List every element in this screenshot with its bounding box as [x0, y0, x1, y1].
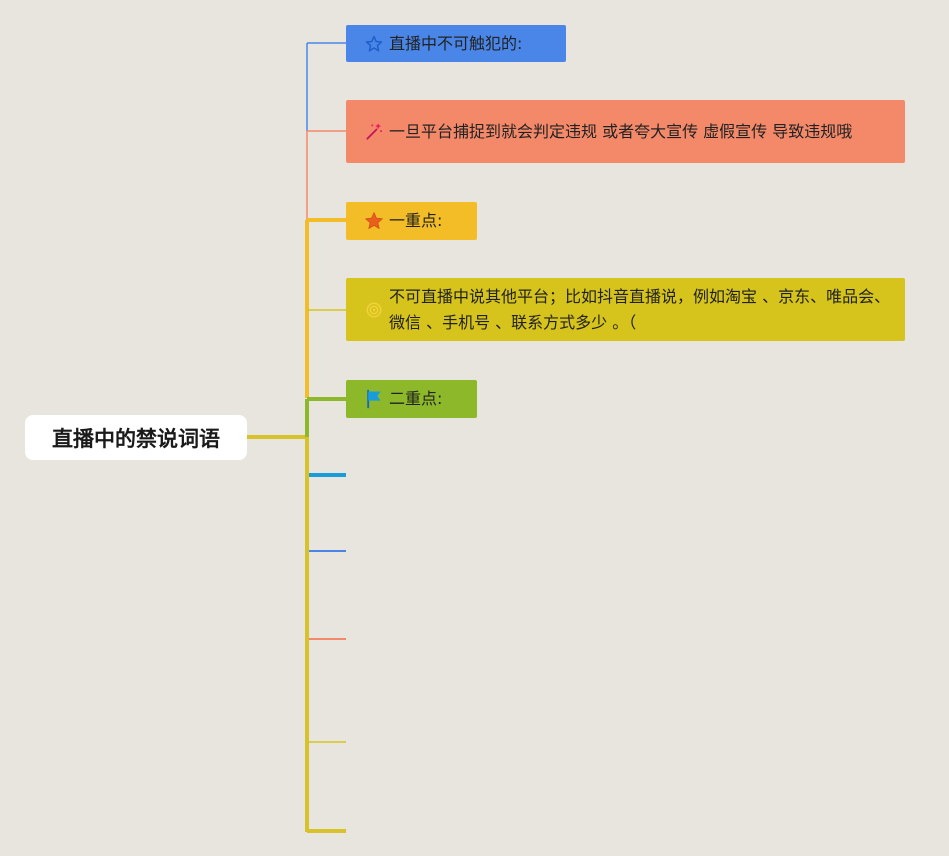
spiral-icon — [363, 299, 385, 321]
topic-node-1[interactable]: 直播中不可触犯的: — [346, 25, 566, 62]
topic-node-2[interactable]: 一旦平台捕捉到就会判定违规 或者夸大宣传 虚假宣传 导致违规哦 — [346, 100, 905, 163]
root-topic[interactable]: 直播中的禁说词语 — [25, 415, 247, 460]
topic-node-3[interactable]: 一重点: — [346, 202, 477, 240]
sparkle-wand-icon — [363, 121, 385, 143]
topic-node-3-label: 一重点: — [389, 211, 443, 230]
topic-node-1-label: 直播中不可触犯的: — [389, 33, 523, 53]
topic-node-4-label: 不可直播中说其他平台；比如抖音直播说，例如淘宝 、京东、唯品会、微信 、手机号 … — [389, 286, 891, 332]
flag-icon — [363, 388, 385, 410]
topic-node-5[interactable]: 二重点: — [346, 380, 477, 418]
topic-node-5-label: 二重点: — [389, 389, 443, 408]
star-outline-icon — [363, 33, 385, 55]
root-topic-label: 直播中的禁说词语 — [52, 426, 220, 451]
star-icon — [363, 210, 385, 232]
topic-node-2-label: 一旦平台捕捉到就会判定违规 或者夸大宣传 虚假宣传 导致违规哦 — [389, 121, 853, 141]
topic-node-4[interactable]: 不可直播中说其他平台；比如抖音直播说，例如淘宝 、京东、唯品会、微信 、手机号 … — [346, 278, 905, 341]
